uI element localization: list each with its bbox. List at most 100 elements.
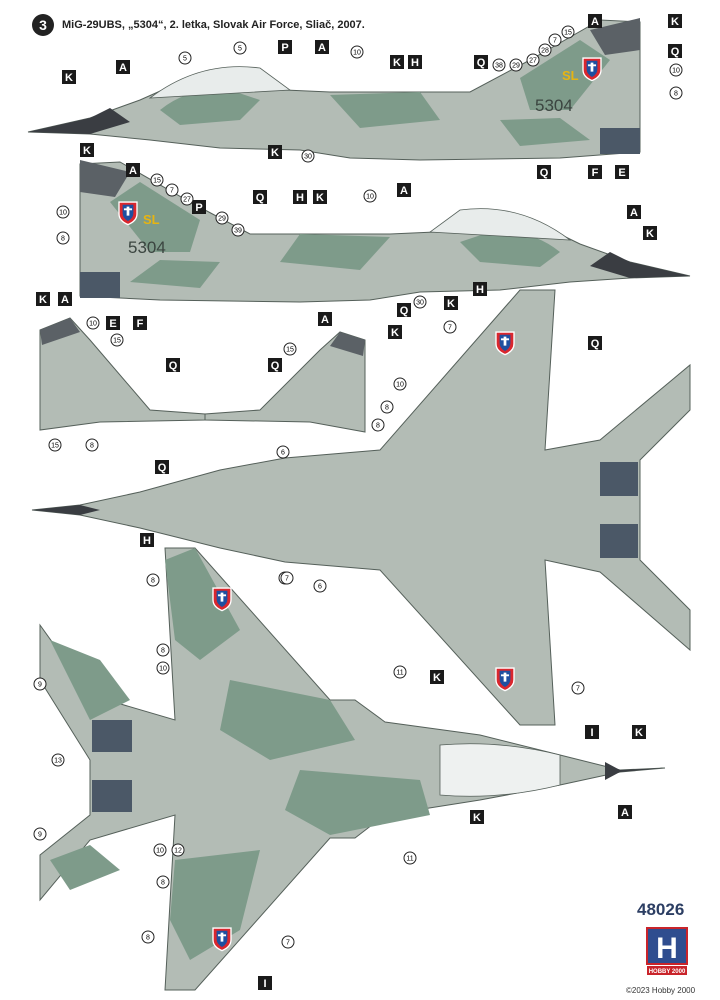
svg-text:Q: Q: [271, 360, 280, 372]
callout-box: Q: [155, 460, 169, 474]
svg-text:13: 13: [54, 758, 62, 765]
callout-box: E: [106, 316, 120, 330]
svg-text:10: 10: [353, 50, 361, 57]
svg-text:7: 7: [553, 38, 557, 45]
svg-text:7: 7: [286, 940, 290, 947]
callout-circle: 9: [33, 677, 47, 691]
callout-box: I: [258, 976, 272, 990]
svg-text:9: 9: [38, 832, 42, 839]
svg-text:10: 10: [366, 194, 374, 201]
callout-circle: 8: [371, 418, 385, 432]
callout-box: P: [278, 40, 292, 54]
svg-text:K: K: [83, 145, 91, 157]
callout-box: H: [473, 282, 487, 296]
svg-text:8: 8: [161, 880, 165, 887]
svg-text:A: A: [591, 16, 599, 28]
callout-box: H: [140, 533, 154, 547]
svg-text:A: A: [129, 165, 137, 177]
callout-circle: 10: [86, 316, 100, 330]
callout-box: K: [444, 296, 458, 310]
callout-box: Q: [474, 55, 488, 69]
svg-text:7: 7: [576, 686, 580, 693]
profile-number-badge: 3: [32, 14, 54, 36]
callout-box: K: [632, 725, 646, 739]
callout-circle: 11: [403, 851, 417, 865]
svg-text:A: A: [621, 807, 629, 819]
callout-box: K: [388, 325, 402, 339]
callout-circle: 30: [301, 149, 315, 163]
svg-text:K: K: [646, 228, 654, 240]
svg-text:15: 15: [153, 178, 161, 185]
svg-text:5: 5: [183, 56, 187, 63]
svg-text:8: 8: [376, 423, 380, 430]
callout-box: I: [585, 725, 599, 739]
svg-text:10: 10: [156, 848, 164, 855]
callout-circle: 9: [33, 827, 47, 841]
callout-circle: 30: [413, 295, 427, 309]
callout-box: K: [80, 143, 94, 157]
callout-box: A: [588, 14, 602, 28]
svg-text:8: 8: [674, 91, 678, 98]
callout-box: K: [313, 190, 327, 204]
callout-circle: 7: [443, 320, 457, 334]
svg-text:P: P: [195, 202, 202, 214]
callout-box: H: [408, 55, 422, 69]
side-serial-2: 5304: [128, 238, 166, 257]
callout-circle: 10: [350, 45, 364, 59]
callout-circle: 15: [283, 342, 297, 356]
callout-box: Q: [166, 358, 180, 372]
callout-box: F: [588, 165, 602, 179]
callout-box: K: [430, 670, 444, 684]
svg-text:15: 15: [51, 443, 59, 450]
svg-text:10: 10: [396, 382, 404, 389]
callout-box: Q: [397, 303, 411, 317]
svg-text:K: K: [39, 294, 47, 306]
svg-text:8: 8: [90, 443, 94, 450]
svg-text:E: E: [109, 318, 116, 330]
callout-circle: 15: [110, 333, 124, 347]
callout-circle: 27: [526, 53, 540, 67]
svg-text:I: I: [263, 978, 266, 990]
callout-box: K: [390, 55, 404, 69]
callout-circle: 10: [153, 843, 167, 857]
svg-text:I: I: [590, 727, 593, 739]
callout-box: P: [192, 200, 206, 214]
svg-text:11: 11: [396, 670, 403, 677]
callout-circle: 15: [150, 173, 164, 187]
callout-circle: 6: [313, 579, 327, 593]
svg-text:30: 30: [416, 300, 424, 307]
top-view: [31, 289, 691, 726]
callout-circle: 6: [276, 445, 290, 459]
svg-text:Q: Q: [591, 338, 600, 350]
callout-box: K: [36, 292, 50, 306]
svg-text:K: K: [635, 727, 643, 739]
svg-text:H: H: [143, 535, 151, 547]
callout-box: K: [668, 14, 682, 28]
callout-circle: 10: [393, 377, 407, 391]
svg-text:Q: Q: [400, 305, 409, 317]
svg-text:15: 15: [564, 30, 572, 37]
svg-text:10: 10: [159, 666, 167, 673]
callout-circle: 8: [56, 231, 70, 245]
side-tailcode-2: SL: [143, 212, 160, 227]
svg-text:11: 11: [406, 856, 413, 863]
svg-text:Q: Q: [671, 46, 680, 58]
letter-callouts: K A P A K H Q A K Q K Q F E K A P Q H K …: [36, 14, 682, 990]
svg-text:Q: Q: [256, 192, 265, 204]
callout-circle: 7: [281, 935, 295, 949]
svg-text:K: K: [391, 327, 399, 339]
side-serial-1: 5304: [535, 96, 573, 115]
svg-text:P: P: [281, 42, 288, 54]
svg-text:A: A: [630, 207, 638, 219]
svg-text:F: F: [137, 318, 144, 330]
callout-box: H: [293, 190, 307, 204]
profile-title: MiG-29UBS, „5304“, 2. letka, Slovak Air …: [62, 19, 365, 31]
callout-box: Q: [268, 358, 282, 372]
svg-text:K: K: [393, 57, 401, 69]
callout-circle: 10: [156, 661, 170, 675]
svg-text:15: 15: [113, 338, 121, 345]
svg-text:15: 15: [286, 347, 294, 354]
callout-circle: 8: [156, 875, 170, 889]
